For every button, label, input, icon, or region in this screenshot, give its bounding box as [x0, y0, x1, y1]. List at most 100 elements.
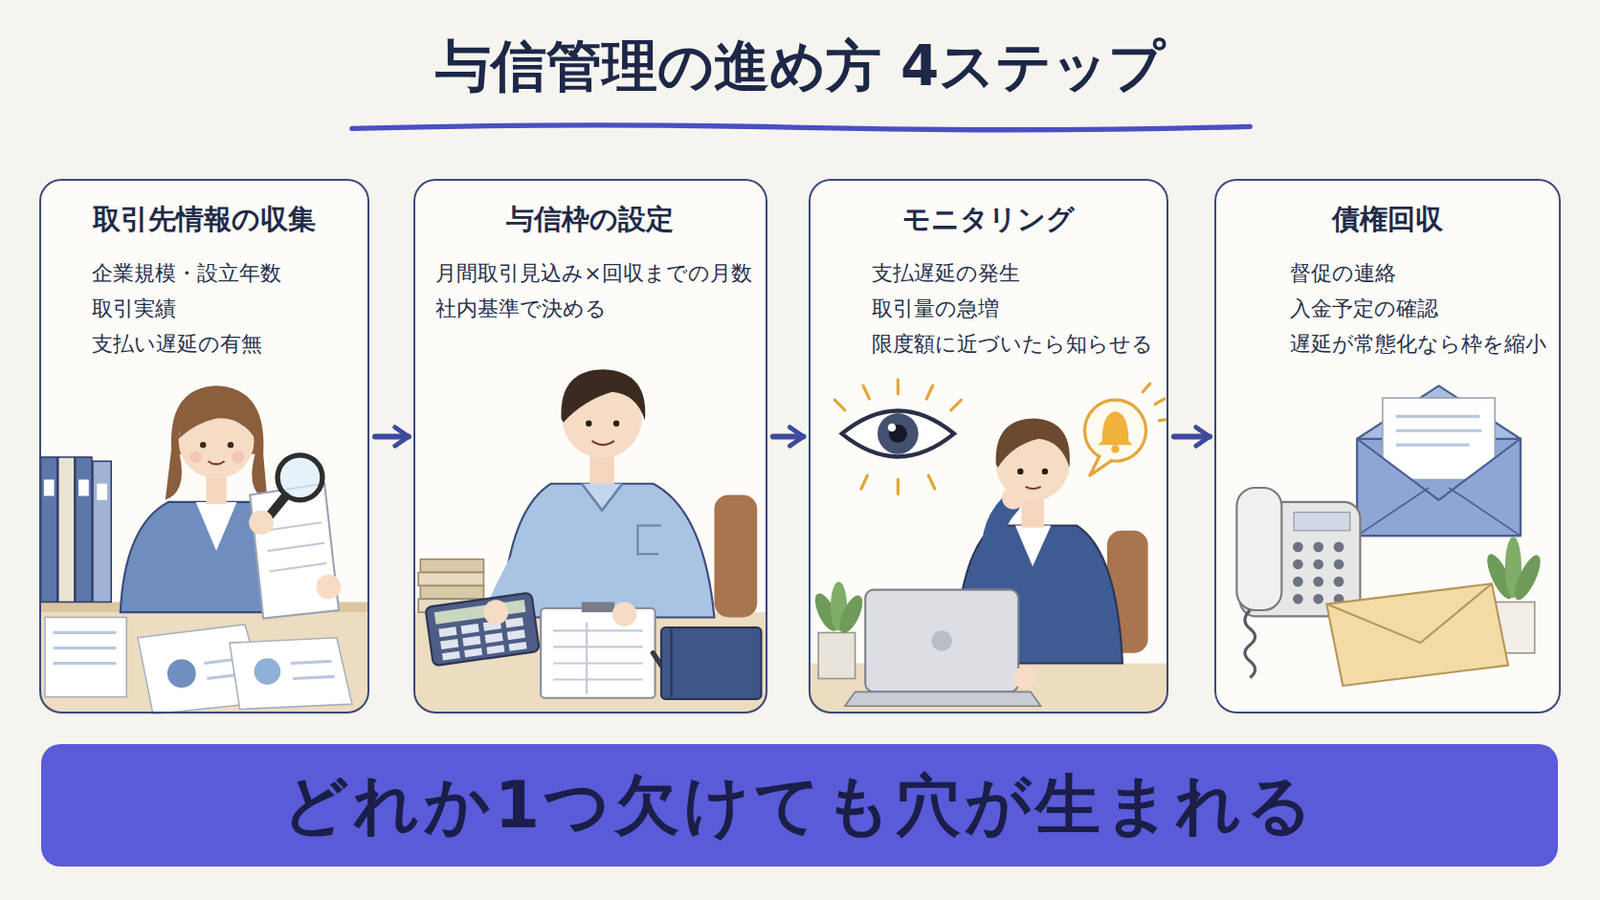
- collector-illustration: [92, 461, 112, 602]
- collection-illustration: [1396, 415, 1480, 419]
- eye-icon: [834, 400, 845, 411]
- eye-icon: [834, 379, 961, 494]
- monitor-person: [1025, 487, 1042, 489]
- message-band: どれか1つ欠けても穴が生まれる: [41, 744, 1559, 867]
- bell-icon: [1142, 383, 1168, 421]
- collection-illustration: [1293, 512, 1351, 532]
- limit-setting-illustration: [418, 573, 484, 587]
- message-text: どれか1つ欠けても穴が生まれる: [282, 762, 1317, 850]
- step-point: 月間取引見込み×回収までの月数: [435, 255, 752, 291]
- collection-illustration: [1382, 398, 1495, 480]
- collection-illustration: [1292, 594, 1304, 605]
- limit-setting-illustration: [464, 647, 483, 658]
- flow-arrow: [1174, 433, 1210, 440]
- monitor-person: [1015, 525, 1051, 567]
- box-ground: [39, 178, 370, 715]
- bell-icon: [1142, 383, 1150, 393]
- step-box: 与信枠の設定月間取引見込み×回収までの月数社内基準で決める: [413, 178, 768, 715]
- monitor-person: [1013, 666, 1036, 689]
- title-underline: [352, 125, 1250, 131]
- limit-setting-illustration: [585, 622, 588, 695]
- bell-icon: [1089, 455, 1112, 476]
- limit-setting-illustration: [440, 639, 459, 650]
- collection-illustration: [1326, 583, 1492, 644]
- collector-illustration: [41, 457, 58, 602]
- limit-setting-illustration: [485, 632, 504, 644]
- limit-setting-illustration: [483, 600, 509, 625]
- collector-illustration: [75, 457, 92, 602]
- bell-icon: [1097, 411, 1133, 445]
- step-body: 支払遅延の発生取引量の急増限度額に近づいたら知らせる: [871, 255, 1154, 362]
- monitor-person: [1001, 487, 1024, 510]
- step-point: 社内基準で決める: [435, 290, 752, 327]
- step-body: 企業規模・設立年数取引実績支払い遅延の有無: [91, 255, 282, 362]
- collection-illustration: [1312, 577, 1324, 588]
- limit-setting-illustration: [507, 629, 526, 641]
- collector-illustration: [52, 631, 116, 635]
- eye-icon: [888, 423, 897, 433]
- limit-setting-illustration: [585, 421, 592, 427]
- step-point: 支払い遅延の有無: [91, 326, 282, 362]
- limit-setting-illustration: [613, 421, 620, 427]
- limit-setting-illustration: [424, 592, 539, 667]
- limit-setting-illustration: [413, 369, 768, 715]
- bell-icon: [1158, 419, 1168, 421]
- limit-setting-illustration: [612, 601, 638, 627]
- limit-setting-illustration: [553, 662, 644, 665]
- limit-setting-illustration: [438, 626, 457, 638]
- step-heading: 債権回収: [1216, 200, 1560, 239]
- step-box: モニタリング支払遅延の発生取引量の急増限度額に近づいたら知らせる: [808, 178, 1169, 715]
- limit-setting-illustration: [591, 441, 614, 445]
- step-body: 月間取引見込み×回収までの月数社内基準で決める: [435, 255, 752, 327]
- collector-illustration: [44, 479, 55, 496]
- limit-setting-illustration: [670, 629, 673, 697]
- limit-setting-illustration: [462, 636, 481, 647]
- collection-illustration: [1333, 559, 1345, 571]
- collector-illustration: [227, 442, 234, 448]
- collection-illustration: [1510, 552, 1546, 604]
- collector-illustration: [229, 638, 353, 711]
- limit-setting-illustration: [486, 644, 505, 655]
- limit-setting-illustration: [713, 494, 757, 618]
- limit-setting-illustration: [424, 592, 539, 667]
- collection-illustration: [1292, 542, 1304, 554]
- collection-illustration: [1244, 610, 1256, 678]
- collector-illustration: [200, 442, 206, 448]
- collector-illustration: [165, 385, 268, 500]
- monitor-person: [1042, 468, 1048, 475]
- box-ground: [413, 178, 768, 715]
- collection-illustration: [1356, 488, 1521, 536]
- step-point: 企業規模・設立年数: [91, 255, 282, 291]
- limit-setting-illustration: [581, 601, 615, 613]
- collector-illustration: [96, 484, 108, 501]
- step-body: 督促の連絡入金予定の確認遅延が常態化なら枠を縮小: [1289, 255, 1547, 362]
- collector-illustration: [316, 575, 342, 600]
- limit-setting-illustration: [661, 627, 762, 700]
- eye-icon: [896, 479, 900, 494]
- monitor-person: [932, 630, 953, 651]
- limit-setting-illustration: [540, 608, 655, 699]
- collection-illustration: [1333, 542, 1345, 554]
- collector-illustration: [292, 676, 335, 679]
- collector-illustration: [254, 658, 282, 686]
- collection-illustration: [1292, 577, 1304, 588]
- eye-icon: [951, 400, 962, 411]
- collection-illustration: [1396, 429, 1483, 433]
- monitor-person: [996, 418, 1070, 467]
- eye-icon: [842, 410, 955, 457]
- limit-setting-illustration: [461, 623, 480, 635]
- collection-illustration: [1312, 594, 1324, 605]
- step-heading: モニタリング: [810, 200, 1167, 239]
- collector-illustration: [265, 522, 322, 532]
- collector-illustration: [44, 617, 127, 697]
- step-point: 督促の連絡: [1289, 255, 1547, 291]
- collection-illustration: [1396, 444, 1470, 447]
- step-heading: 取引先情報の収集: [41, 200, 368, 239]
- step-point: 入金予定の確認: [1289, 290, 1547, 327]
- step-point: 限度額に近づいたら知らせる: [871, 326, 1154, 362]
- limit-setting-illustration: [553, 629, 644, 632]
- bell-icon: [1155, 399, 1165, 404]
- step-point: 取引量の急増: [871, 290, 1154, 327]
- collector-illustration: [189, 451, 202, 465]
